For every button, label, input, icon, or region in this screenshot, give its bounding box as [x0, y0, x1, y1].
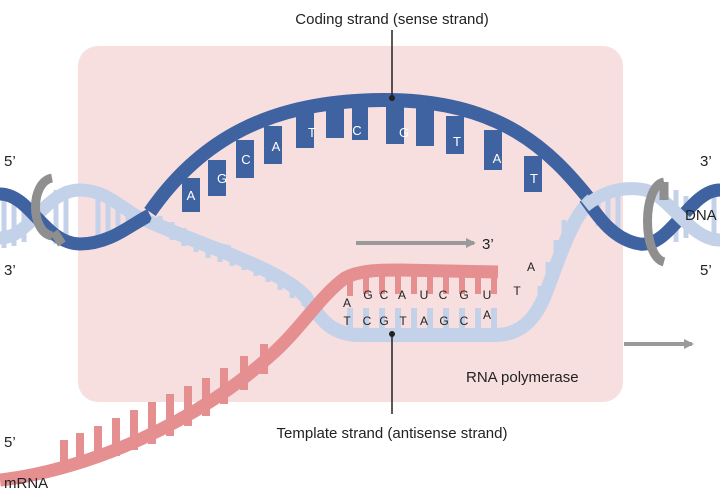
coding-strand-leader-dot	[389, 95, 395, 101]
rna-base-4: A	[398, 288, 406, 302]
template-base-3: G	[379, 314, 388, 328]
rna-polymerase-label: RNA polymerase	[466, 369, 579, 386]
left-bottom-end-label: 3’	[4, 262, 16, 279]
coding-base-5: T	[308, 125, 316, 140]
right-helix-template-backbone	[580, 182, 720, 247]
rna-base-8: U	[483, 288, 492, 302]
left-helix-coding-backbone	[0, 187, 154, 251]
coding-base-1: A	[187, 188, 196, 203]
template-base-1: T	[343, 314, 351, 328]
coding-base-3: C	[241, 152, 250, 167]
template-base-8: A	[483, 308, 491, 322]
template-base-6: G	[439, 314, 448, 328]
template-base-4: T	[399, 314, 407, 328]
coding-base-6: C	[352, 123, 361, 138]
template-base-7: C	[460, 314, 469, 328]
template-base-2: C	[363, 314, 372, 328]
template-strand-leader-dot	[389, 331, 395, 337]
rna-base-3: C	[380, 288, 389, 302]
right-helix	[579, 177, 720, 267]
rna-base-2: G	[363, 288, 372, 302]
left-top-end-label: 5’	[4, 153, 16, 170]
coding-base-9: A	[493, 151, 502, 166]
mrna-label: mRNA	[4, 475, 48, 492]
coding-base-7: G	[399, 125, 409, 140]
rna-base-7: G	[459, 288, 468, 302]
template-strand	[147, 194, 597, 342]
right-clamp	[643, 177, 669, 267]
arrow-end-label: 3’	[482, 236, 494, 253]
unpaired-template-base-2: T	[513, 284, 521, 298]
mrna-backbone	[0, 263, 499, 487]
coding-base-10: T	[530, 171, 538, 186]
right-bottom-end-label: 5’	[700, 262, 712, 279]
rna-base-1: A	[343, 296, 351, 310]
template-base-5: A	[420, 314, 428, 328]
template-strand-label: Template strand (antisense strand)	[277, 425, 508, 442]
rna-base-5: U	[420, 288, 429, 302]
dna-label: DNA	[685, 207, 717, 224]
template-strand-backbone	[147, 194, 597, 342]
coding-strand-backbone	[144, 92, 596, 216]
mrna-strand: A G C A U C G U T C G T A G C A A T	[0, 260, 535, 487]
right-top-end-label: 3’	[700, 153, 712, 170]
mrna-end-label: 5’	[4, 434, 16, 451]
unpaired-template-base-1: A	[527, 260, 535, 274]
coding-base-4: A	[272, 139, 281, 154]
coding-base-8: T	[453, 134, 461, 149]
coding-base-2: G	[217, 171, 227, 186]
right-helix-coding-backbone	[579, 183, 720, 251]
left-clamp	[31, 173, 66, 247]
rna-base-6: C	[439, 288, 448, 302]
coding-strand-label: Coding strand (sense strand)	[295, 11, 488, 28]
coding-strand: A G C A T C G T A T	[144, 92, 596, 216]
